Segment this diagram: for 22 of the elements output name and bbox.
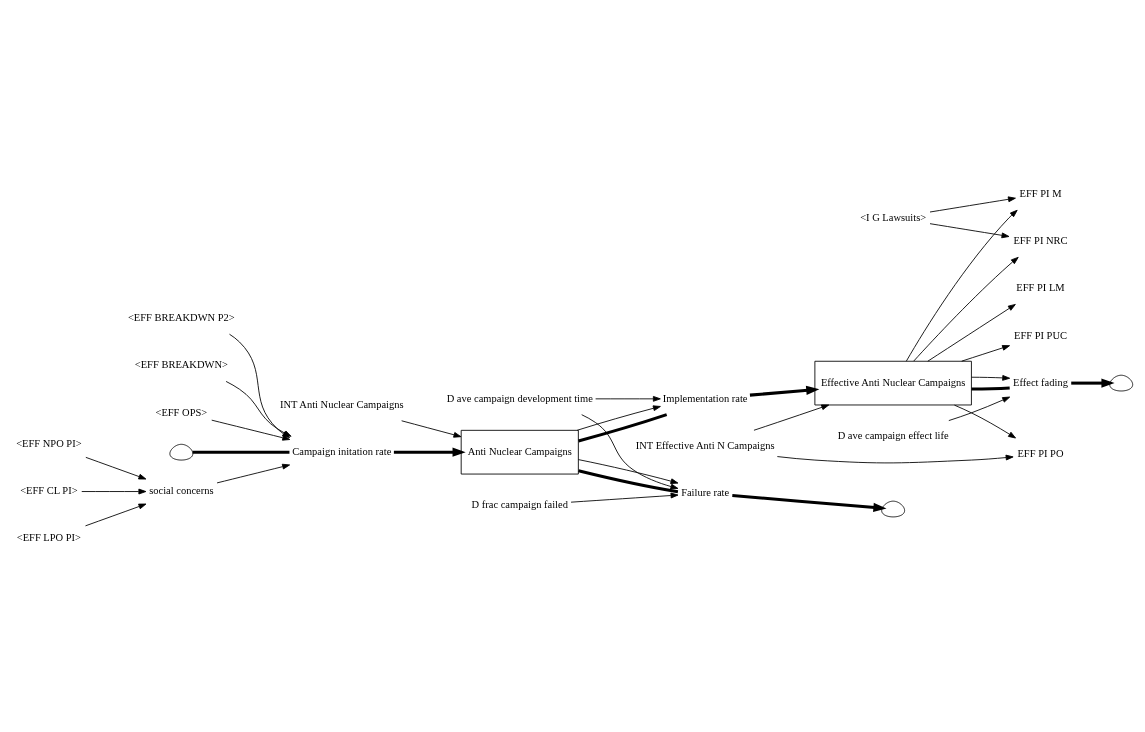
- node-text: EFF PI LM: [1016, 281, 1065, 293]
- node-text: <EFF OPS>: [155, 406, 208, 418]
- node-text: D ave campaign effect life: [837, 429, 949, 441]
- node-text: INT Effective Anti N Campaigns: [635, 439, 775, 451]
- node-text: EFF PI NRC: [1013, 234, 1068, 246]
- node-text: <I G Lawsuits>: [860, 211, 927, 223]
- node-text: Effect fading: [1013, 376, 1068, 388]
- node-text: Implementation rate: [662, 392, 748, 404]
- node-text: EFF PI PUC: [1013, 329, 1068, 341]
- node-text: <EFF CL PI>: [20, 484, 78, 496]
- node-text: <EFF BREAKDWN>: [134, 358, 228, 370]
- node-text: EFF PI PO: [1017, 447, 1064, 459]
- node-text: D ave campaign development time: [446, 392, 593, 404]
- node-text: Campaign initation rate: [292, 445, 392, 457]
- node-text: D frac campaign failed: [471, 498, 568, 510]
- node-text: <EFF NPO PI>: [16, 437, 82, 449]
- node-text: social concerns: [149, 484, 214, 496]
- node-text: Failure rate: [681, 486, 730, 498]
- node-text: <EFF BREAKDWN P2>: [127, 311, 235, 323]
- node-text: EFF PI M: [1019, 187, 1062, 199]
- node-text: <EFF LPO PI>: [16, 531, 82, 543]
- node-text: INT Anti Nuclear Campaigns: [280, 398, 404, 410]
